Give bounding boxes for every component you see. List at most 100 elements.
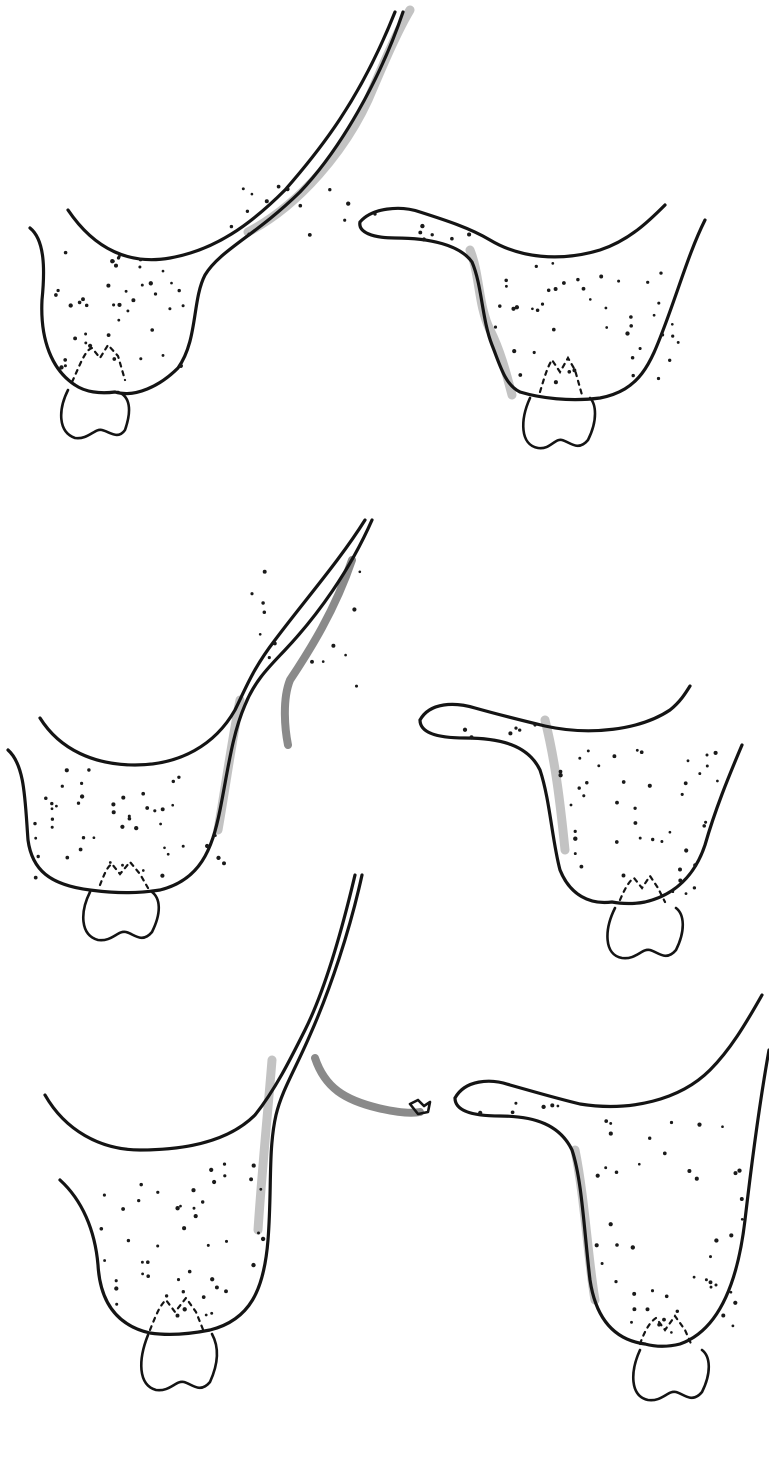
stipple-dot (512, 349, 516, 353)
stipple-dot (709, 1280, 713, 1284)
stipple-dot (737, 1168, 741, 1172)
stipple-dot (112, 303, 115, 306)
stipple-dot (112, 810, 116, 814)
stipple-dot (251, 1263, 255, 1267)
stipple-dot (615, 801, 619, 805)
stipple-dot (505, 285, 508, 288)
stipple-dot (103, 1259, 106, 1262)
stipple-dot (695, 1177, 699, 1181)
stipple-dot (224, 1289, 228, 1293)
stipple-dot (574, 852, 577, 855)
stipple-dot (693, 886, 696, 889)
stipple-dot (146, 1260, 150, 1264)
tooth-root (141, 1334, 217, 1390)
stipple-dot (156, 1245, 159, 1248)
stipple-dot (662, 1318, 666, 1322)
stipple-dot (209, 1168, 213, 1172)
stipple-dot (597, 764, 600, 767)
stipple-dot (604, 1166, 607, 1169)
stipple-dot (137, 1199, 140, 1202)
stipple-dot (308, 233, 312, 237)
stipple-dot (732, 1325, 735, 1328)
stipple-dot (698, 772, 701, 775)
stipple-dot (373, 212, 376, 215)
stipple-dot (541, 303, 544, 306)
stipple-dot (609, 1222, 613, 1226)
stipple-dot (179, 364, 183, 368)
stipple-dot (574, 830, 577, 833)
stipple-dot (578, 757, 581, 760)
stipple-dot (648, 1137, 651, 1140)
stipple-dot (115, 1303, 118, 1306)
stipple-dot (263, 611, 267, 615)
stipple-dot (580, 865, 584, 869)
stipple-dot (115, 1279, 118, 1282)
stipple-dot (56, 289, 59, 292)
stipple-dot (636, 749, 639, 752)
stipple-dot (422, 237, 426, 241)
stipple-dot (721, 1314, 725, 1318)
stipple-dot (263, 570, 267, 574)
stipple-dot (54, 293, 58, 297)
stipple-dot (467, 232, 471, 236)
stipple-dot (609, 1122, 612, 1125)
tooth-root (61, 390, 129, 438)
stipple-dot (646, 1307, 650, 1311)
stipple-dot (740, 1197, 744, 1201)
stipple-dot (126, 309, 129, 312)
tooth-right-bottom (455, 995, 769, 1400)
stipple-dot (687, 759, 690, 762)
stipple-dot (572, 368, 576, 372)
stipple-dot (615, 840, 619, 844)
stipple-dot (93, 836, 96, 839)
stipple-dot (685, 892, 688, 895)
stipple-dot (518, 373, 522, 377)
stipple-dot (261, 601, 264, 604)
stipple-dot (531, 307, 534, 310)
stipple-dot (128, 817, 132, 821)
stipple-dot (463, 728, 467, 732)
stipple-dot (162, 354, 165, 357)
stipple-dot (678, 879, 682, 883)
stipple-dot (547, 289, 551, 293)
stipple-dot (80, 794, 84, 798)
stipple-dot (223, 1174, 226, 1177)
stipple-dot (706, 754, 709, 757)
stipple-dot (246, 210, 249, 213)
stipple-dot (134, 826, 138, 830)
stipple-dot (80, 782, 83, 785)
stipple-dot (632, 1307, 636, 1311)
stipple-dot (120, 825, 124, 829)
stipple-dot (50, 802, 53, 805)
stipple-dot (34, 876, 38, 880)
stipple-dot (142, 869, 145, 872)
stipple-dot (51, 818, 54, 821)
stipple-dot (194, 1214, 198, 1218)
stipple-dot (259, 633, 262, 636)
stipple-dot (114, 1286, 118, 1290)
stipple-dot (714, 1238, 718, 1242)
stipple-dot (605, 326, 608, 329)
stipple-dot (141, 1261, 144, 1264)
tooth-outline (420, 686, 742, 904)
stipple-dot (614, 1280, 617, 1283)
stipple-dot (159, 823, 162, 826)
stipple-dot (554, 287, 558, 291)
tooth-left-bottom (45, 875, 362, 1390)
stipple-dot (117, 256, 120, 259)
stipple-dot (242, 187, 245, 190)
stipple-dot (139, 258, 143, 262)
tooth-left-middle (8, 520, 372, 940)
stipple-dot (107, 333, 111, 337)
stipple-dot (693, 863, 697, 867)
tooth-root (633, 1350, 708, 1400)
stipple-dot (663, 1152, 667, 1156)
stipple-dot (585, 781, 588, 784)
stipple-dot (605, 307, 608, 310)
stipple-dot (622, 780, 626, 784)
stipple-dot (33, 822, 36, 825)
stipple-dot (109, 861, 112, 864)
stipple-dot (612, 754, 616, 758)
stipple-dot (201, 1200, 204, 1203)
stipple-dot (659, 271, 662, 274)
